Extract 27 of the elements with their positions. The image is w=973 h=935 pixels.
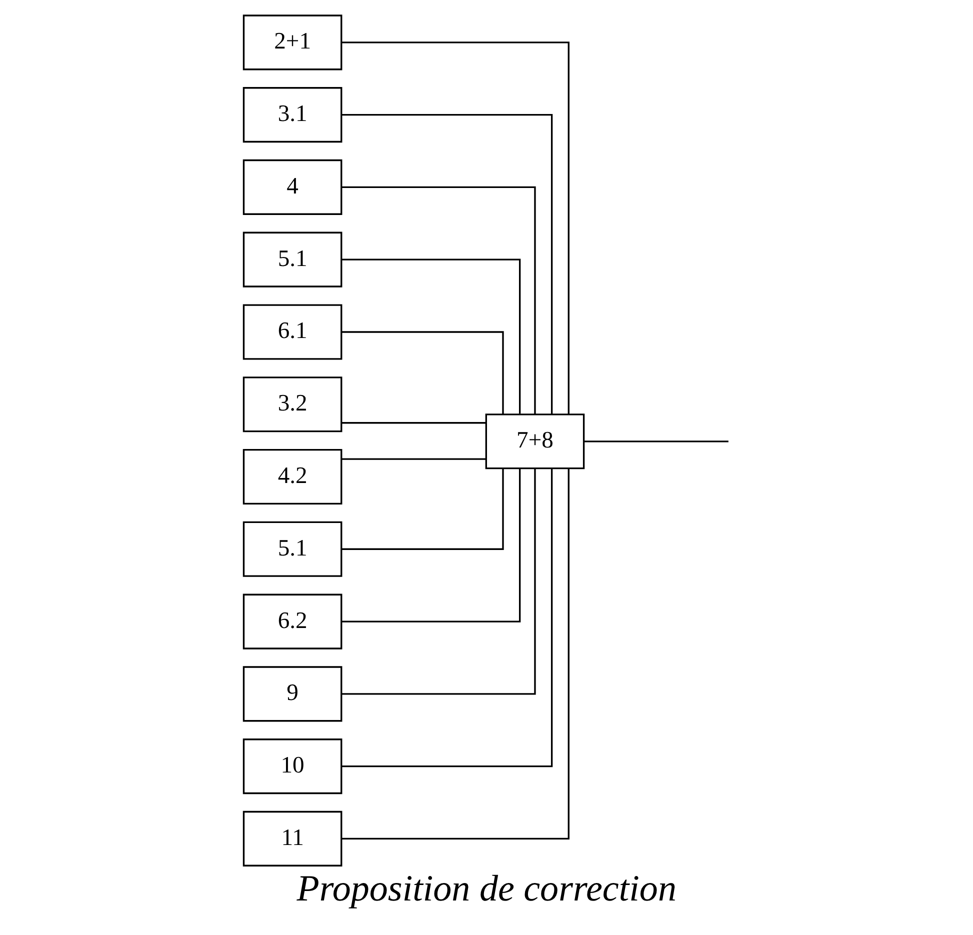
node-box: 5.1 bbox=[242, 232, 342, 288]
connector bbox=[341, 42, 569, 414]
connector bbox=[341, 468, 552, 768]
node-box: 11 bbox=[242, 810, 342, 866]
node-box: 2+1 bbox=[242, 14, 342, 70]
node-box: 4.2 bbox=[242, 448, 342, 505]
connector bbox=[341, 458, 486, 460]
connector bbox=[341, 468, 520, 622]
connector bbox=[341, 186, 536, 414]
node-box: 6.2 bbox=[242, 594, 342, 650]
connector bbox=[341, 468, 569, 840]
node-box: 4 bbox=[242, 159, 342, 215]
connector bbox=[341, 114, 552, 414]
connector bbox=[341, 422, 486, 424]
node-box: 3.2 bbox=[242, 376, 342, 432]
node-box: 3.1 bbox=[242, 87, 342, 143]
connector bbox=[341, 468, 504, 550]
node-box: 10 bbox=[242, 738, 342, 794]
node-box: 9 bbox=[242, 666, 342, 722]
node-box: 6.1 bbox=[242, 304, 342, 360]
connector bbox=[341, 468, 536, 695]
node-box: 5.1 bbox=[242, 521, 342, 577]
connector bbox=[341, 258, 520, 414]
node-box: 7+8 bbox=[484, 414, 584, 470]
connector bbox=[341, 331, 504, 414]
caption: Proposition de correction bbox=[296, 868, 676, 910]
connector bbox=[584, 440, 728, 442]
